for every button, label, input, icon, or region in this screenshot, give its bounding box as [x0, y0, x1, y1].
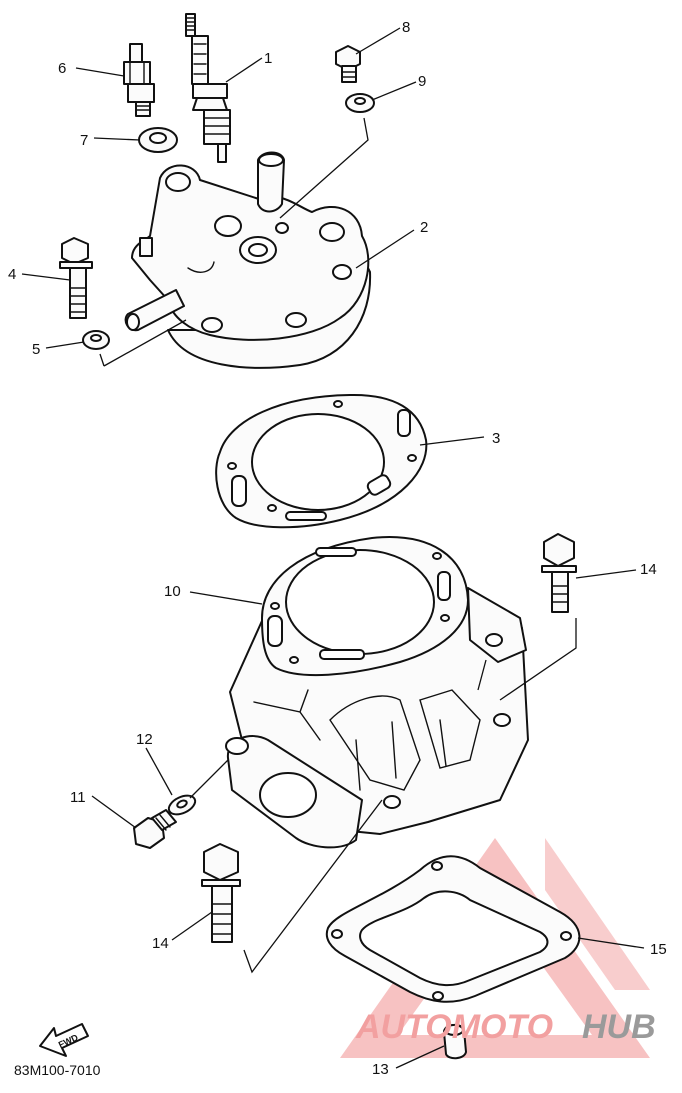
bolt-8 [335, 45, 361, 83]
watermark-brand-left: AUTOMOTO [355, 1008, 553, 1046]
callout-9: 9 [418, 73, 426, 90]
washer-12 [167, 794, 197, 816]
callout-15: 15 [650, 941, 667, 958]
washer-5 [82, 330, 110, 350]
callout-7: 7 [80, 132, 88, 149]
bolt-14-left [201, 843, 241, 943]
callout-13: 13 [372, 1061, 389, 1078]
callout-14-left: 14 [152, 935, 169, 952]
watermark-text: AUTOMOTO HUB [355, 1008, 656, 1046]
washer-9 [345, 93, 375, 113]
callout-14-right: 14 [640, 561, 657, 578]
head-gasket [215, 393, 428, 529]
catalog-code: 83M100-7010 [14, 1062, 101, 1078]
callout-1: 1 [264, 50, 272, 67]
callout-12: 12 [136, 731, 153, 748]
callout-10: 10 [164, 583, 181, 600]
callout-4: 4 [8, 266, 16, 283]
watermark-brand-right: HUB [582, 1008, 656, 1046]
callout-8: 8 [402, 19, 410, 36]
cylinder [225, 536, 529, 849]
leader-lines [21, 27, 645, 1069]
dowel-pin [443, 1024, 467, 1060]
callout-11: 11 [70, 789, 86, 806]
cylinder-head [124, 151, 372, 369]
callout-numbers: 1 2 3 4 5 6 7 8 9 10 11 12 13 14 14 15 [8, 19, 667, 1078]
watermark-logo [340, 838, 650, 1058]
washer-7 [138, 127, 178, 153]
callout-3: 3 [492, 430, 500, 447]
sensor-plug [123, 43, 155, 117]
callout-2: 2 [420, 219, 428, 236]
bolt-14-right [541, 533, 577, 613]
base-gasket [325, 855, 581, 1003]
callout-5: 5 [32, 341, 40, 358]
bolt-11 [133, 809, 177, 849]
spark-plug [185, 13, 231, 163]
callout-6: 6 [58, 60, 66, 77]
fwd-arrow-icon: FWD [39, 1023, 89, 1057]
bolt-4 [59, 237, 93, 319]
